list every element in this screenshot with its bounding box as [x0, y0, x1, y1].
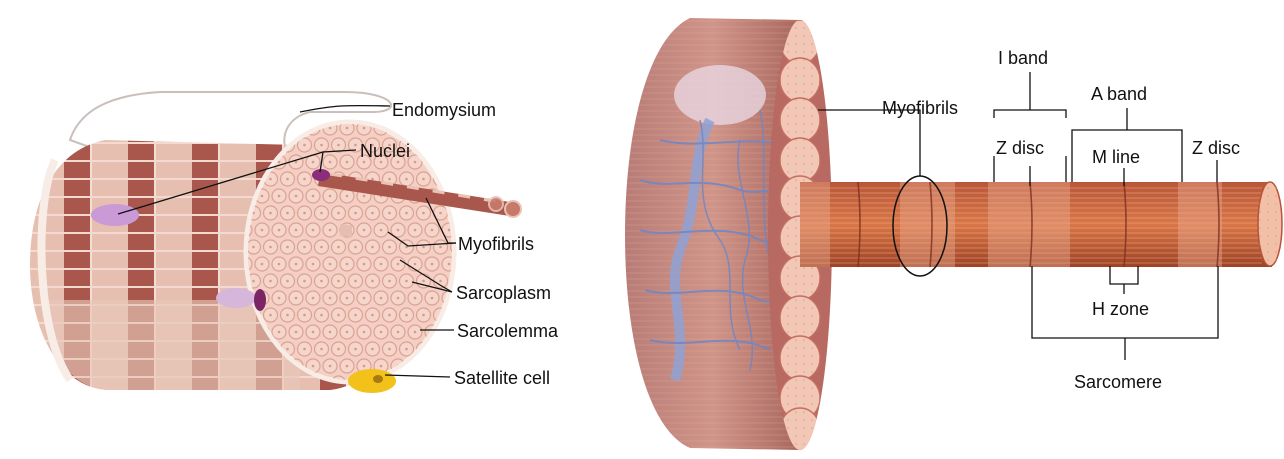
label-myofibrils-right: Myofibrils [882, 98, 958, 118]
myofibril-end [434, 376, 448, 390]
label-sarcoplasm: Sarcoplasm [456, 283, 551, 303]
myofibril-end [425, 359, 439, 373]
myofibril-end [442, 325, 456, 339]
nucleus-lower-pale [216, 288, 256, 308]
myofibril-end [442, 121, 456, 135]
label-z-disc-left: Z disc [996, 138, 1044, 158]
label-satellite-cell: Satellite cell [454, 368, 550, 388]
label-m-line: M line [1092, 147, 1140, 167]
nucleus-lower [254, 289, 266, 311]
label-nuclei: Nuclei [360, 141, 410, 161]
label-sarcolemma: Sarcolemma [457, 321, 559, 341]
protruding-myofibril-bands [340, 224, 352, 238]
right-fiber-illustration [625, 18, 1282, 452]
myofibril-end [451, 138, 465, 152]
myofibril-end [434, 342, 448, 356]
myofibril-end [442, 155, 456, 169]
myofibril-end [400, 376, 414, 390]
myofibril-end [417, 138, 431, 152]
label-sarcomere: Sarcomere [1074, 372, 1162, 392]
label-z-disc-right: Z disc [1192, 138, 1240, 158]
label-h-zone: H zone [1092, 299, 1149, 319]
myofibril-end [417, 376, 431, 390]
satellite-cell [348, 369, 396, 393]
nucleus-pale [91, 204, 139, 226]
myofibril-end [451, 308, 465, 322]
myofibril-end [425, 121, 439, 135]
label-endomysium: Endomysium [392, 100, 496, 120]
label-myofibrils-left: Myofibrils [458, 234, 534, 254]
myofibril-end [451, 342, 465, 356]
myofibril-end [408, 121, 422, 135]
label-i-band: I band [998, 48, 1048, 68]
nucleus-top [312, 169, 330, 181]
myofibril-end [451, 172, 465, 186]
label-a-band: A band [1091, 84, 1147, 104]
myofibril-end [434, 138, 448, 152]
